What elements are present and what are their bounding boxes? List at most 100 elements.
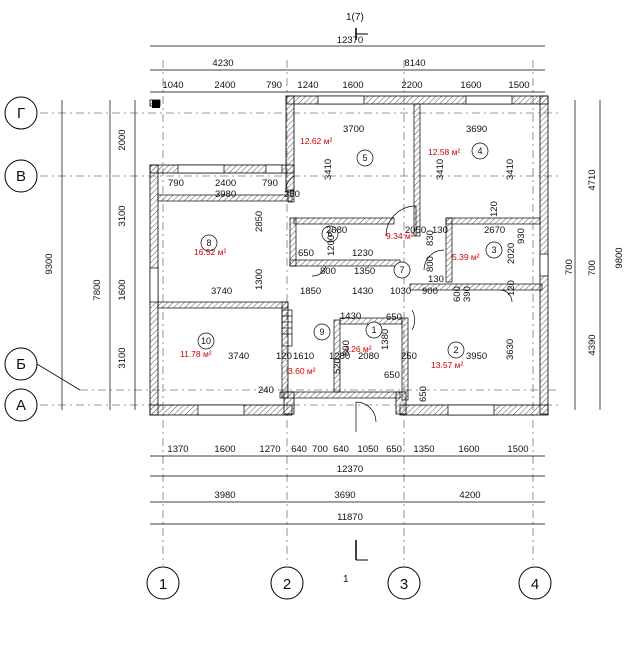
axis-col-2: 2	[283, 576, 291, 593]
dim-bottom-total: 11870	[337, 512, 363, 523]
dim-left-chain-1: 3100	[117, 205, 128, 226]
room-area-10: 11.78 м²	[180, 349, 212, 359]
svg-text:1350: 1350	[354, 266, 375, 277]
room-num-1: 1	[371, 325, 376, 335]
room-num-9: 9	[319, 327, 324, 337]
axis-row-B: Б	[16, 356, 26, 373]
svg-text:130: 130	[432, 225, 448, 236]
svg-text:1430: 1430	[352, 286, 373, 297]
room-area-9: 3.60 м²	[288, 366, 316, 376]
windows	[149, 95, 549, 416]
room-area-4: 12.58 м²	[428, 147, 460, 157]
svg-text:520: 520	[332, 358, 343, 374]
dim-3410-b: 3410	[435, 159, 446, 180]
axis-col-4: 4	[531, 576, 539, 593]
dim-right-chain-0: 4710	[587, 169, 598, 190]
svg-text:700: 700	[564, 259, 575, 275]
corner-column	[152, 100, 160, 108]
room-area-5: 12.62 м²	[300, 136, 332, 146]
dim-3410-c: 3410	[505, 159, 516, 180]
svg-text:3740: 3740	[211, 286, 232, 297]
svg-text:3690: 3690	[466, 124, 487, 135]
svg-text:120: 120	[506, 280, 517, 296]
room-num-10: 10	[201, 336, 211, 346]
dim-bottom-axis-2: 4200	[459, 490, 480, 501]
room-area-3: 5.39 м²	[452, 252, 480, 262]
room-num-3: 3	[491, 245, 496, 255]
svg-text:650: 650	[384, 370, 400, 381]
svg-text:1610: 1610	[293, 351, 314, 362]
dim-top-chain-3: 1240	[297, 80, 318, 91]
dim-bottom-axis-0: 3980	[214, 490, 235, 501]
svg-text:790: 790	[168, 178, 184, 189]
svg-text:250: 250	[401, 351, 417, 362]
dim-left-overall-b: 7800	[92, 279, 103, 300]
svg-text:2400: 2400	[215, 178, 236, 189]
axis-row-V: В	[16, 168, 26, 185]
dim-right-overall: 9800	[614, 247, 625, 268]
dim-bottom-chain-7: 650	[386, 444, 402, 455]
svg-text:1850: 1850	[300, 286, 321, 297]
svg-text:830: 830	[425, 230, 436, 246]
svg-text:3980: 3980	[215, 189, 236, 200]
svg-text:790: 790	[262, 178, 278, 189]
stairs	[281, 309, 293, 347]
dim-bottom-overall: 12370	[337, 464, 363, 475]
dim-bottom-chain-5: 640	[333, 444, 349, 455]
column-axis-markers: 1 2 3 4	[146, 566, 552, 600]
dim-left-chain-0: 2000	[117, 129, 128, 150]
room-markers	[197, 142, 503, 359]
svg-text:800: 800	[425, 256, 436, 272]
dim-left-chain-2: 1600	[117, 279, 128, 300]
room-area-7: 9.34 м²	[386, 231, 414, 241]
dim-bottom-chain-4: 700	[312, 444, 328, 455]
svg-text:1300: 1300	[254, 269, 265, 290]
svg-text:3950: 3950	[466, 351, 487, 362]
axis-col-1: 1	[159, 576, 167, 593]
svg-text:1230: 1230	[352, 248, 373, 259]
svg-text:3630: 3630	[505, 339, 516, 360]
svg-text:1430: 1430	[340, 311, 361, 322]
svg-text:2670: 2670	[484, 225, 505, 236]
right-dimensions	[574, 100, 601, 410]
dim-top-chain-7: 1500	[508, 80, 529, 91]
section-mark-top: 1(7)	[346, 12, 364, 23]
dim-bottom-axis-1: 3690	[334, 490, 355, 501]
dim-bottom-chain-6: 1050	[357, 444, 378, 455]
room-num-6: 6	[327, 229, 332, 239]
svg-text:650: 650	[386, 312, 402, 323]
svg-text:130: 130	[428, 274, 444, 285]
svg-text:1380: 1380	[380, 329, 391, 350]
dim-top-chain-4: 1600	[342, 80, 363, 91]
dim-top-chain-1: 2400	[214, 80, 235, 91]
dim-bottom-chain-1: 1600	[214, 444, 235, 455]
dim-3410-a: 3410	[323, 159, 334, 180]
dim-top-chain-5: 2200	[401, 80, 422, 91]
svg-text:390: 390	[462, 286, 473, 302]
svg-text:2080: 2080	[358, 351, 379, 362]
svg-text:2680: 2680	[326, 225, 347, 236]
dim-top-seg-1: 8140	[404, 58, 425, 69]
room-num-8: 8	[206, 238, 211, 248]
svg-text:120: 120	[489, 201, 500, 217]
svg-text:800: 800	[341, 340, 352, 356]
room-num-2: 2	[453, 345, 458, 355]
svg-text:900: 900	[422, 286, 438, 297]
dim-left-chain-3: 3100	[117, 347, 128, 368]
dim-bottom-chain-9: 1600	[458, 444, 479, 455]
dim-bottom-chain-8: 1350	[413, 444, 434, 455]
dim-bottom-chain-2: 1270	[259, 444, 280, 455]
room-num-5: 5	[362, 153, 367, 163]
row-axis-markers: Г В Б А	[4, 96, 81, 422]
room-num-4: 4	[477, 146, 482, 156]
svg-text:120: 120	[276, 351, 292, 362]
dim-bottom-chain-10: 1500	[507, 444, 528, 455]
room-area-8: 16.52 м²	[194, 247, 226, 257]
axis-row-A: А	[16, 397, 26, 414]
svg-text:1200: 1200	[326, 235, 337, 256]
svg-text:3740: 3740	[228, 351, 249, 362]
svg-text:1030: 1030	[390, 286, 411, 297]
svg-text:2050: 2050	[405, 225, 426, 236]
svg-text:650: 650	[298, 248, 314, 259]
dim-bottom-chain-0: 1370	[167, 444, 188, 455]
